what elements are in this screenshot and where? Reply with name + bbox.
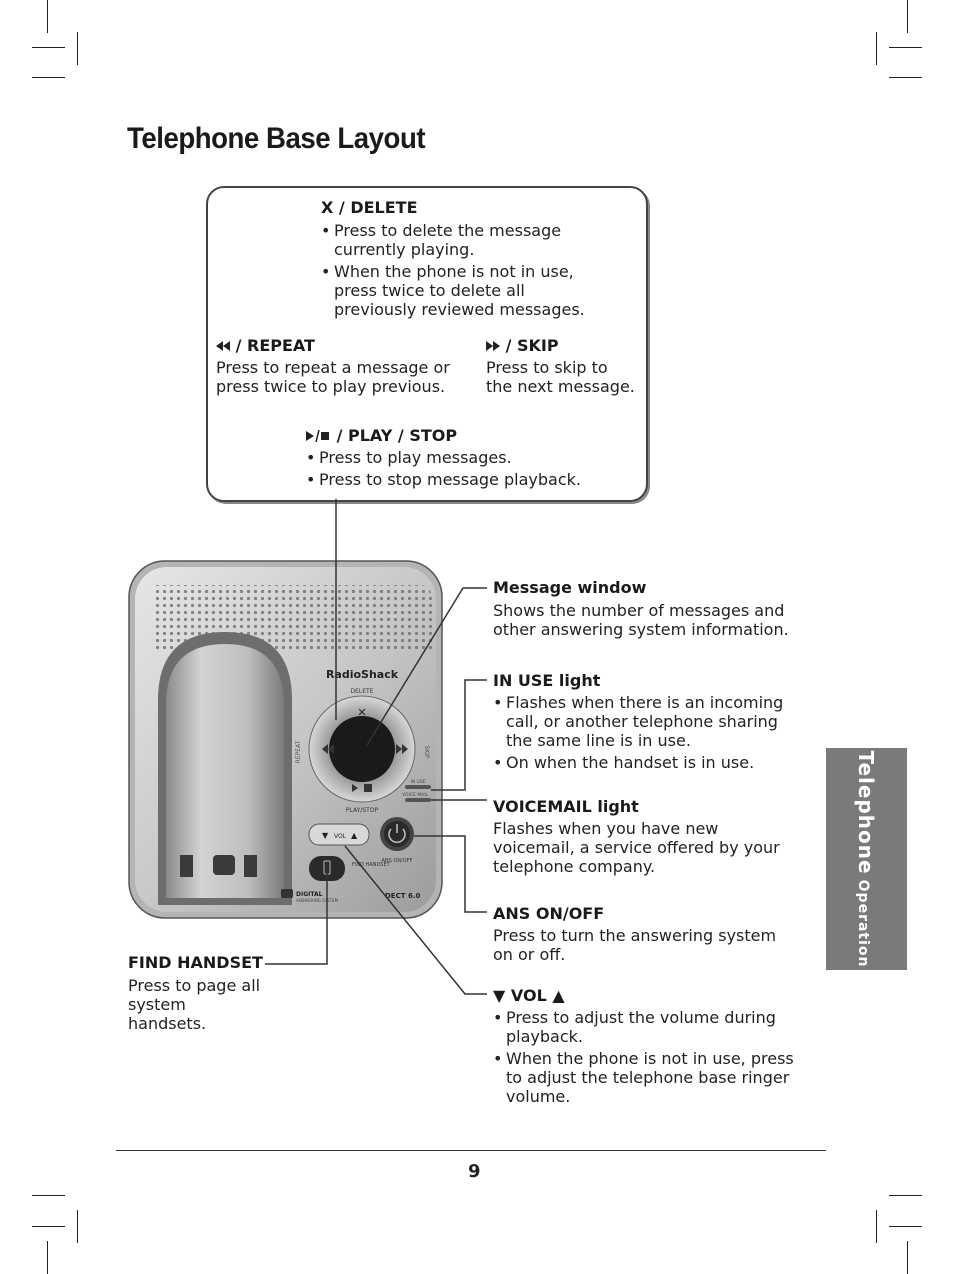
voicemail-light (405, 798, 431, 802)
side-tab-main: Telephone (854, 750, 878, 875)
in-use-description: IN USE light Flashes when there is an in… (493, 671, 793, 772)
in-use-label: IN USE (410, 779, 425, 785)
volume-button[interactable] (308, 823, 370, 846)
footer-rule (116, 1150, 826, 1151)
skip-text: Press to skip to the next message. (486, 358, 635, 396)
delete-heading: X / DELETE (321, 198, 418, 217)
message-window (329, 716, 395, 782)
page-number: 9 (468, 1161, 481, 1182)
find-handset-description: FIND HANDSET Press to page all system ha… (128, 953, 278, 1033)
delete-bullet-2: When the phone is not in use, press twic… (321, 262, 589, 319)
in-use-heading: IN USE light (493, 671, 601, 690)
find-heading: FIND HANDSET (128, 953, 263, 972)
skip-heading: / SKIP (505, 336, 559, 355)
fast-forward-icon (486, 341, 500, 351)
play-stop-label: PLAY/STOP (346, 807, 379, 814)
ans-label: ANS ON/OFF (382, 858, 413, 864)
vol-description: ▼ VOL ▲ Press to adjust the volume durin… (493, 986, 796, 1106)
skip-description: / SKIP Press to skip to the next message… (486, 336, 641, 396)
repeat-heading: / REPEAT (235, 336, 315, 355)
power-icon (388, 828, 406, 844)
find-text: Press to page all system handsets. (128, 976, 261, 1033)
voicemail-text: Flashes when you have new voicemail, a s… (493, 819, 780, 876)
skip-button[interactable] (402, 744, 408, 754)
section-side-tab: Telephone Operation (826, 748, 907, 970)
message-window-text: Shows the number of messages and other a… (493, 601, 789, 639)
repeat-label: REPEAT (295, 740, 302, 763)
ans-description: ANS ON/OFF Press to turn the answering s… (493, 904, 795, 964)
repeat-text: Press to repeat a message or press twice… (216, 358, 450, 396)
ans-text: Press to turn the answering system on or… (493, 926, 777, 964)
volume-down-icon: ▼ (493, 986, 506, 1005)
repeat-button[interactable] (322, 744, 328, 754)
vol-label: VOL (334, 833, 347, 840)
cradle-inner (166, 644, 284, 898)
play-stop-description: / PLAY / STOP Press to play messages. Pr… (306, 426, 626, 489)
play-stop-heading: / PLAY / STOP (336, 426, 458, 445)
leader-lines (265, 499, 487, 995)
page-title: Telephone Base Layout (127, 122, 426, 155)
cradle-latch (213, 855, 235, 875)
charging-contact (180, 855, 193, 877)
message-window-description: Message window Shows the number of messa… (493, 578, 793, 639)
svg-text:▼: ▼ (322, 831, 329, 840)
rewind-icon (216, 341, 230, 351)
vol-bullet-1: Press to adjust the volume during playba… (493, 1008, 786, 1046)
vol-heading: VOL (510, 986, 547, 1005)
charging-contact (244, 855, 257, 877)
delete-button-label: DELETE (350, 688, 373, 695)
in-use-bullet-2: On when the handset is in use. (493, 753, 793, 772)
delete-description: X / DELETE Press to delete the message c… (321, 198, 621, 319)
play-bullet-2: Press to stop message playback. (306, 470, 626, 489)
voicemail-description: VOICEMAIL light Flashes when you have ne… (493, 797, 795, 876)
message-window-heading: Message window (493, 578, 647, 597)
find-label: FIND HANDSET (352, 862, 391, 868)
play-stop-icon (306, 429, 329, 443)
side-tab-sub: Operation (855, 879, 871, 968)
delete-bullet-1: Press to delete the message currently pl… (321, 221, 574, 259)
play-stop-button[interactable] (352, 784, 358, 792)
vol-bullet-2: When the phone is not in use, press to a… (493, 1049, 796, 1106)
voicemail-label: VOICE MAIL (402, 792, 429, 798)
svg-text:▲: ▲ (351, 831, 358, 840)
voicemail-heading: VOICEMAIL light (493, 797, 639, 816)
delete-button[interactable]: ✕ (357, 706, 366, 719)
repeat-description: / REPEAT Press to repeat a message or pr… (216, 336, 456, 396)
in-use-bullet-1: Flashes when there is an incoming call, … (493, 693, 786, 750)
play-bullet-1: Press to play messages. (306, 448, 626, 467)
answering-system-logo: ANSWERING SYSTEM (296, 898, 339, 903)
brand-logo: RadioShack (326, 668, 399, 681)
digital-logo: DIGITAL (296, 891, 323, 898)
skip-label: SKIP (423, 745, 430, 759)
dect-logo: DECT 6.0 (385, 892, 420, 900)
ans-heading: ANS ON/OFF (493, 904, 605, 923)
volume-up-icon: ▲ (552, 986, 565, 1005)
in-use-light (405, 785, 431, 789)
